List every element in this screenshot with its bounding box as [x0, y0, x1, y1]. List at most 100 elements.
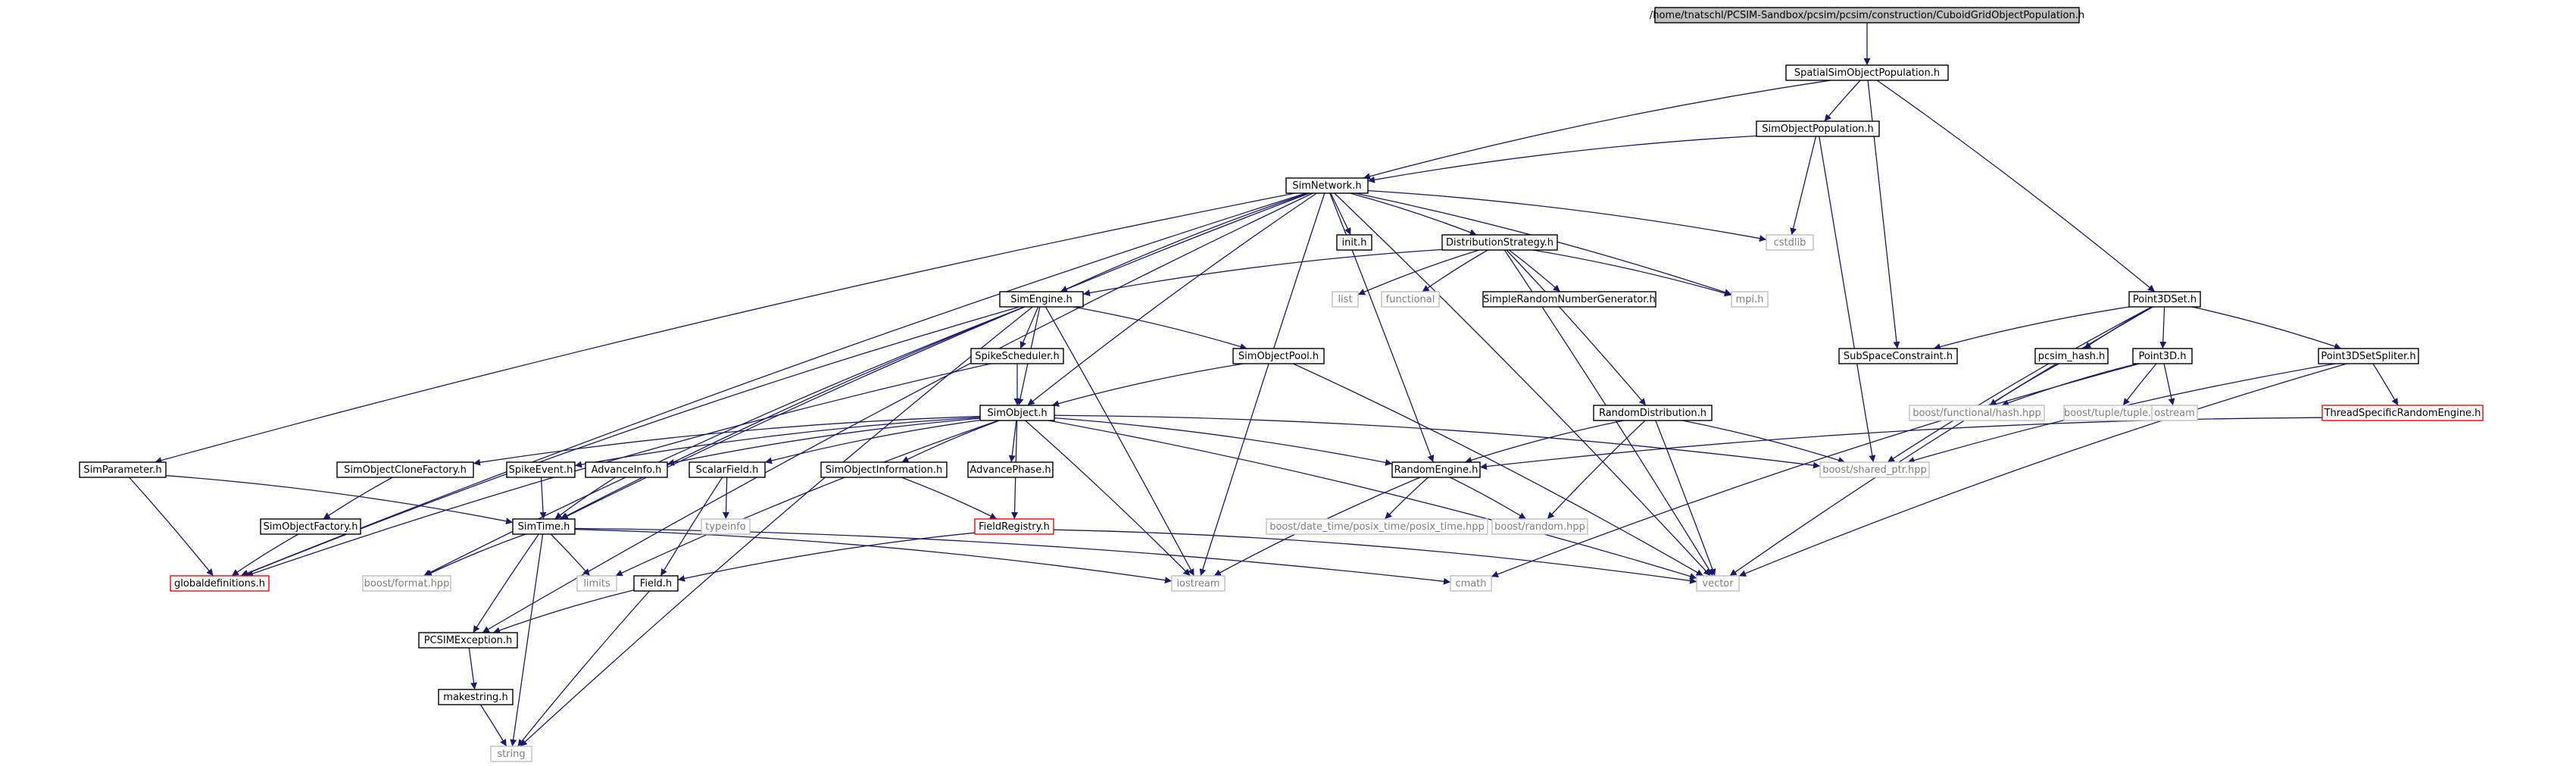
node-box-vector[interactable]	[1696, 575, 1740, 592]
node-point3dset[interactable]: Point3DSet.h	[2128, 291, 2201, 308]
node-box-cstdlib[interactable]	[1766, 234, 1814, 251]
node-box-globaldefs[interactable]	[170, 575, 270, 592]
node-box-simobjclone[interactable]	[336, 461, 474, 478]
node-box-limits[interactable]	[576, 575, 617, 592]
node-box-simtime[interactable]	[512, 518, 576, 535]
node-box-threadrng[interactable]	[2322, 405, 2484, 421]
node-box-boosthash[interactable]	[1909, 405, 2045, 421]
node-box-pcsimexc[interactable]	[418, 632, 518, 649]
node-box-advancephase[interactable]	[967, 461, 1054, 478]
node-box-sharedptr[interactable]	[1819, 461, 1930, 478]
node-vector[interactable]: vector	[1696, 575, 1740, 592]
node-simobjclone[interactable]: SimObjectCloneFactory.h	[336, 461, 474, 478]
node-ostream[interactable]: ostream	[2151, 405, 2198, 421]
node-box-ostream[interactable]	[2151, 405, 2198, 421]
node-box-diststrat[interactable]	[1441, 234, 1558, 251]
node-cstdlib[interactable]: cstdlib	[1766, 234, 1814, 251]
node-point3d[interactable]: Point3D.h	[2132, 348, 2193, 364]
node-sharedptr[interactable]: boost/shared_ptr.hpp	[1819, 461, 1930, 478]
node-simobjinfo[interactable]: SimObjectInformation.h	[820, 461, 948, 478]
node-simobject[interactable]: SimObject.h	[979, 405, 1055, 421]
node-box-makestring[interactable]	[438, 689, 514, 705]
node-fieldreg[interactable]: FieldRegistry.h	[974, 518, 1054, 535]
node-spikeevent[interactable]: SpikeEvent.h	[506, 461, 576, 478]
node-box-pcsimhash[interactable]	[2034, 348, 2109, 364]
node-box-typeinfo[interactable]	[701, 518, 751, 535]
node-boosthash[interactable]: boost/functional/hash.hpp	[1909, 405, 2045, 421]
node-box-mpi[interactable]	[1731, 291, 1769, 308]
node-box-spikesched[interactable]	[970, 348, 1064, 364]
node-box-advanceinfo[interactable]	[585, 461, 668, 478]
node-box-simengine[interactable]	[999, 291, 1084, 308]
node-box-spatial[interactable]	[1785, 64, 1949, 81]
node-box-cuboid[interactable]	[1654, 7, 2080, 23]
node-spikesched[interactable]: SpikeScheduler.h	[970, 348, 1064, 364]
node-point3dsplitter[interactable]: Point3DSetSpliter.h	[2318, 348, 2419, 364]
node-box-functional[interactable]	[1381, 291, 1440, 308]
node-list[interactable]: list	[1332, 291, 1359, 308]
node-box-simobjinfo[interactable]	[820, 461, 948, 478]
node-init[interactable]: init.h	[1336, 234, 1372, 251]
node-boosttuple[interactable]: boost/tuple/tuple.hpp	[2063, 405, 2171, 421]
node-box-iostream[interactable]	[1171, 575, 1226, 592]
node-box-simobjfactory[interactable]	[260, 518, 361, 535]
node-box-posixtime[interactable]	[1266, 518, 1488, 535]
node-boostrandom[interactable]: boost/random.hpp	[1491, 518, 1588, 535]
node-box-fieldreg[interactable]	[974, 518, 1054, 535]
node-iostream[interactable]: iostream	[1171, 575, 1226, 592]
node-box-simnetwork[interactable]	[1285, 177, 1369, 194]
node-box-subspace[interactable]	[1838, 348, 1958, 364]
node-advancephase[interactable]: AdvancePhase.h	[967, 461, 1054, 478]
node-randdist[interactable]: RandomDistribution.h	[1593, 405, 1713, 421]
node-box-simplerng[interactable]	[1482, 291, 1656, 308]
node-simplerng[interactable]: SimpleRandomNumberGenerator.h	[1482, 291, 1656, 308]
node-box-spikeevent[interactable]	[506, 461, 576, 478]
node-scalarfield[interactable]: ScalarField.h	[688, 461, 766, 478]
node-posixtime[interactable]: boost/date_time/posix_time/posix_time.hp…	[1266, 518, 1488, 535]
node-typeinfo[interactable]: typeinfo	[701, 518, 751, 535]
node-box-init[interactable]	[1336, 234, 1372, 251]
node-simobjfactory[interactable]: SimObjectFactory.h	[260, 518, 361, 535]
node-spatial[interactable]: SpatialSimObjectPopulation.h	[1785, 64, 1949, 81]
node-functional[interactable]: functional	[1381, 291, 1440, 308]
node-box-scalarfield[interactable]	[688, 461, 766, 478]
node-box-field[interactable]	[633, 575, 679, 592]
node-advanceinfo[interactable]: AdvanceInfo.h	[585, 461, 668, 478]
node-box-cmath[interactable]	[1450, 575, 1492, 592]
node-limits[interactable]: limits	[576, 575, 617, 592]
node-string[interactable]: string	[490, 746, 532, 762]
node-cmath[interactable]: cmath	[1450, 575, 1492, 592]
node-mpi[interactable]: mpi.h	[1731, 291, 1769, 308]
node-makestring[interactable]: makestring.h	[438, 689, 514, 705]
node-box-list[interactable]	[1332, 291, 1359, 308]
node-simobjpop[interactable]: SimObjectPopulation.h	[1756, 120, 1880, 137]
edge-fieldreg-to-vector	[1053, 529, 1697, 584]
node-field[interactable]: Field.h	[633, 575, 679, 592]
node-diststrat[interactable]: DistributionStrategy.h	[1441, 234, 1558, 251]
node-box-simobject[interactable]	[979, 405, 1055, 421]
node-subspace[interactable]: SubSpaceConstraint.h	[1838, 348, 1958, 364]
node-simtime[interactable]: SimTime.h	[512, 518, 576, 535]
node-cuboid[interactable]: /home/tnatschl/PCSIM-Sandbox/pcsim/pcsim…	[1650, 7, 2084, 23]
node-randengine[interactable]: RandomEngine.h	[1391, 461, 1481, 478]
node-boostformat[interactable]: boost/format.hpp	[362, 575, 451, 592]
node-box-point3dsplitter[interactable]	[2318, 348, 2419, 364]
node-simparam[interactable]: SimParameter.h	[79, 461, 167, 478]
node-box-string[interactable]	[490, 746, 532, 762]
node-pcsimexc[interactable]: PCSIMException.h	[418, 632, 518, 649]
node-box-simobjpop[interactable]	[1756, 120, 1880, 137]
node-globaldefs[interactable]: globaldefinitions.h	[170, 575, 270, 592]
node-box-point3d[interactable]	[2132, 348, 2193, 364]
node-simobjpool[interactable]: SimObjectPool.h	[1232, 348, 1325, 364]
node-box-boostformat[interactable]	[362, 575, 451, 592]
node-box-simparam[interactable]	[79, 461, 167, 478]
node-pcsimhash[interactable]: pcsim_hash.h	[2034, 348, 2109, 364]
node-box-randdist[interactable]	[1593, 405, 1713, 421]
node-box-boostrandom[interactable]	[1491, 518, 1588, 535]
node-box-randengine[interactable]	[1391, 461, 1481, 478]
node-box-simobjpool[interactable]	[1232, 348, 1325, 364]
node-threadrng[interactable]: ThreadSpecificRandomEngine.h	[2322, 405, 2484, 421]
node-simengine[interactable]: SimEngine.h	[999, 291, 1084, 308]
node-box-point3dset[interactable]	[2128, 291, 2201, 308]
node-simnetwork[interactable]: SimNetwork.h	[1285, 177, 1369, 194]
